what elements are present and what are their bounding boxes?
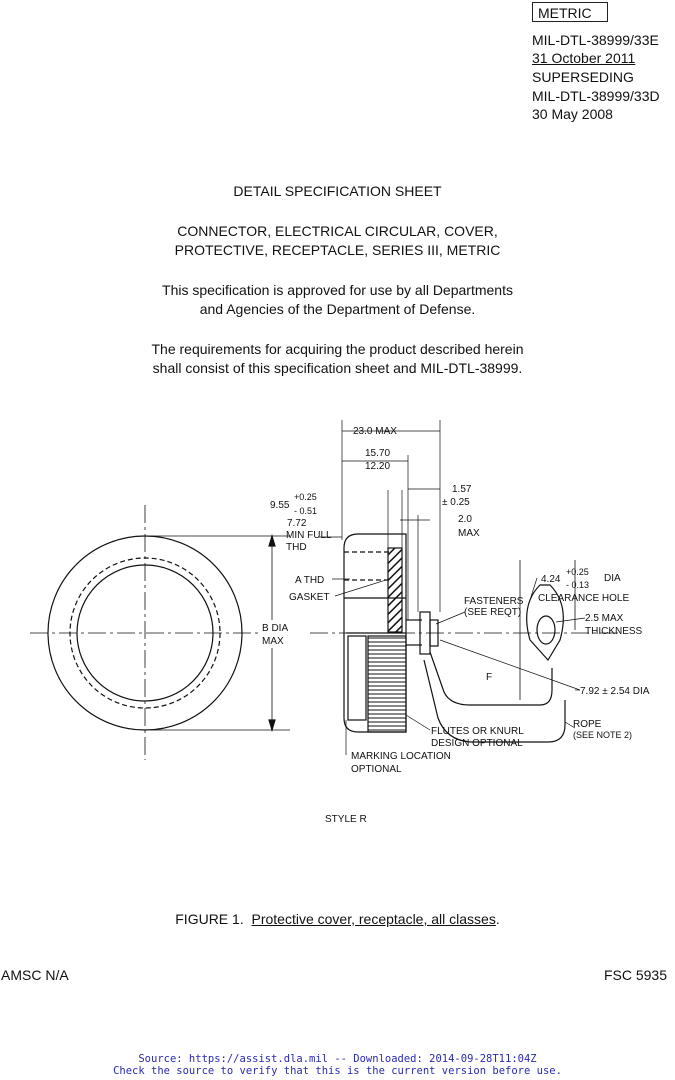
a-thd-label: A THD xyxy=(295,575,324,586)
dim-4-24-minus: - 0.13 xyxy=(566,580,589,590)
thickness-label: THICKNESS xyxy=(585,626,643,637)
see-reqt-label: (SEE REQT) xyxy=(464,607,521,618)
requirements-line-2: shall consist of this specification shee… xyxy=(152,360,523,376)
figure-caption: FIGURE 1. Protective cover, receptacle, … xyxy=(175,911,500,927)
f-label: F xyxy=(486,672,492,683)
rope-label: ROPE xyxy=(573,719,602,730)
dim-4-24: 4.24 xyxy=(541,574,561,585)
source-line-2: Check the source to verify that this is … xyxy=(113,1065,562,1077)
fasteners-label: FASTENERS xyxy=(464,596,524,607)
dim-1-57: 1.57 xyxy=(452,484,472,495)
design-optional-label: DESIGN OPTIONAL xyxy=(431,738,523,749)
approval-line-1: This specification is approved for use b… xyxy=(162,282,513,298)
dim-9-55-plus: +0.25 xyxy=(294,492,317,502)
b-dia-label: B DIA xyxy=(262,623,288,634)
figure-title: Protective cover, receptacle, all classe… xyxy=(251,911,496,927)
technical-drawing: 23.0 MAX 15.70 12.20 1.57 ± 0.25 9.55 +0… xyxy=(30,420,650,825)
dim-15-70: 15.70 xyxy=(365,448,390,459)
dim-9-55: 9.55 xyxy=(270,500,290,511)
see-note-2-label: (SEE NOTE 2) xyxy=(573,730,632,740)
dim-23-max: 23.0 MAX xyxy=(353,426,397,437)
optional-label: OPTIONAL xyxy=(351,764,402,775)
amsc-label: AMSC N/A xyxy=(1,967,69,983)
requirements-line-1: The requirements for acquiring the produ… xyxy=(151,341,524,357)
dim-9-55-minus: - 0.51 xyxy=(294,506,317,516)
fsc-label: FSC 5935 xyxy=(603,967,667,983)
approval-line-2: and Agencies of the Department of Defens… xyxy=(199,301,476,317)
dim-7-72: 7.72 xyxy=(287,518,307,529)
title-line-1: CONNECTOR, ELECTRICAL CIRCULAR, COVER, xyxy=(177,223,498,239)
superseded-date: 30 May 2008 xyxy=(532,106,613,122)
document-number: MIL-DTL-38999/33E xyxy=(532,32,659,48)
clearance-hole-label: CLEARANCE HOLE xyxy=(538,593,629,604)
document-date: 31 October 2011 xyxy=(532,50,636,66)
b-dia-max-label: MAX xyxy=(262,636,284,647)
sheet-title: DETAIL SPECIFICATION SHEET xyxy=(233,183,442,199)
superseding-label: SUPERSEDING xyxy=(532,69,634,85)
figure-number: FIGURE 1. xyxy=(175,911,244,927)
min-full-label: MIN FULL xyxy=(286,530,332,541)
dim-2-5-max: 2.5 MAX xyxy=(585,613,624,624)
side-view-body xyxy=(310,533,620,733)
dim-2-0-max: MAX xyxy=(458,528,480,539)
rope xyxy=(423,560,576,743)
style-label: STYLE R xyxy=(325,814,367,825)
front-view-circles xyxy=(30,505,262,760)
source-line-1: Source: https://assist.dla.mil -- Downlo… xyxy=(138,1053,537,1065)
dim-0-25: ± 0.25 xyxy=(442,497,470,508)
gasket-label: GASKET xyxy=(289,592,330,603)
title-line-2: PROTECTIVE, RECEPTACLE, SERIES III, METR… xyxy=(174,242,501,258)
metric-label: METRIC xyxy=(532,2,608,22)
dim-7-92: 7.92 ± 2.54 DIA xyxy=(580,686,650,697)
dim-4-24-plus: +0.25 xyxy=(566,567,589,577)
dim-2-0: 2.0 xyxy=(458,514,472,525)
thd-label: THD xyxy=(286,542,307,553)
dim-12-20: 12.20 xyxy=(365,461,390,472)
marking-location-label: MARKING LOCATION xyxy=(351,751,451,762)
superseded-number: MIL-DTL-38999/33D xyxy=(532,88,660,104)
dia-label: DIA xyxy=(604,573,621,584)
flutes-label: FLUTES OR KNURL xyxy=(431,726,524,737)
